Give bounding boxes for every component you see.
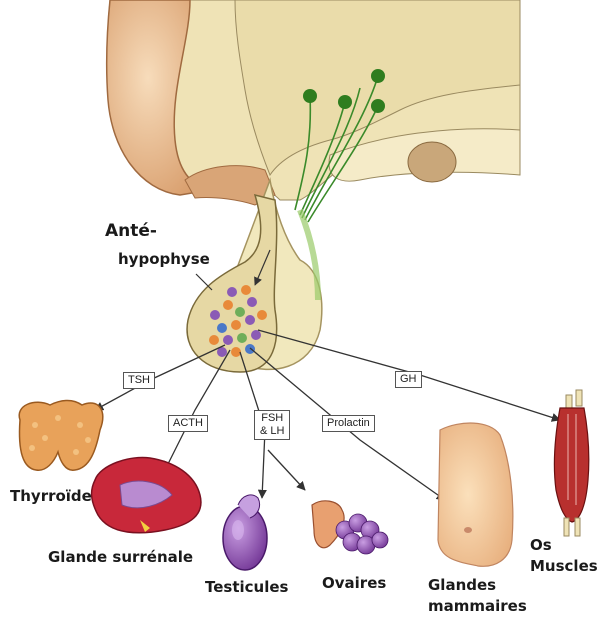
hormone-box-prolactin: Prolactin [322,415,375,432]
neuron-cell-3 [371,69,385,83]
adrenal-gland [92,457,201,532]
brain-background [107,0,520,205]
label-thyroid: Thyrroïde [10,487,92,505]
label-testicles: Testicules [205,578,288,596]
anterior-pituitary [187,195,277,372]
mammary-gland [438,423,513,566]
hormone-box-acth: ACTH [168,415,208,432]
hormone-fsh-label: FSH [260,412,284,425]
hormone-box-fsh-lh: FSH & LH [254,410,290,440]
label-mammary-line-2: mammaires [428,597,527,615]
title-line-2: hypophyse [118,250,210,268]
fsh-lh-arrow-ovaries [268,450,305,490]
hormone-box-gh: GH [395,371,422,388]
label-muscles: Muscles [530,557,598,575]
neuron-cell-1 [303,89,317,103]
pituitary-gland [187,180,322,372]
hormone-lh-label: & LH [260,425,284,438]
bone-and-muscle [554,390,588,536]
neuron-cell-4 [371,99,385,113]
label-bones: Os [530,536,552,554]
neuron-cell-2 [338,95,352,109]
label-ovaries: Ovaires [322,574,386,592]
label-mammary-line-1: Glandes [428,576,496,594]
label-adrenal: Glande surrénale [48,548,193,566]
testicles [223,495,267,570]
thyroid-gland [19,400,103,470]
title-line-1: Anté- [105,222,157,240]
ovaries [312,501,388,554]
tsh-arrow [95,345,225,410]
hormone-box-tsh: TSH [123,372,155,389]
